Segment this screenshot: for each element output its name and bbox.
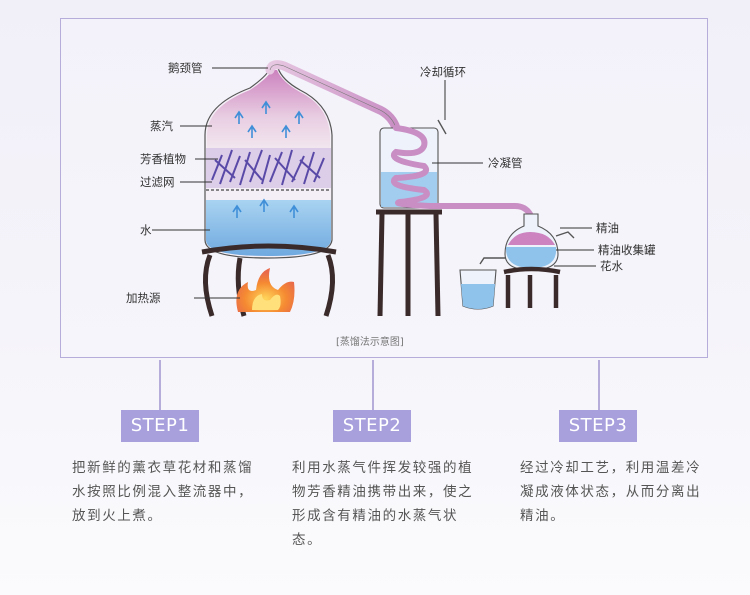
- step2-connector: [372, 360, 374, 410]
- steam-arrows: [232, 100, 304, 218]
- condenser-stand: [376, 209, 442, 317]
- label-condenser: 冷凝管: [488, 156, 523, 170]
- collector-stand: [503, 266, 561, 308]
- label-collector: 精油收集罐: [598, 243, 656, 257]
- flame-icon: [236, 268, 295, 312]
- label-hydrosol: 花水: [600, 259, 623, 273]
- diagram-caption: [蒸馏法示意图]: [336, 335, 404, 348]
- collector-flask: [479, 213, 575, 271]
- condenser-tank: [379, 119, 533, 217]
- step3-badge: STEP3: [559, 410, 637, 442]
- label-essential-oil: 精油: [596, 221, 619, 235]
- label-heat: 加热源: [126, 291, 161, 305]
- step1-connector: [159, 360, 161, 410]
- leader-lines: [152, 67, 596, 299]
- step1-text: 把新鲜的薰衣草花材和蒸馏水按照比例混入整流器中，放到火上煮。: [72, 460, 254, 524]
- step2-badge: STEP2: [333, 410, 411, 442]
- step2-text: 利用水蒸气件挥发较强的植物芳香精油携带出来，使之形成含有精油的水蒸气状态。: [292, 460, 474, 548]
- lavender-plants: [211, 149, 325, 186]
- hydrosol-glass: [459, 269, 497, 310]
- step3-connector: [598, 360, 600, 410]
- step1-badge: STEP1: [121, 410, 199, 442]
- label-plants: 芳香植物: [140, 152, 186, 166]
- label-water: 水: [140, 223, 152, 237]
- still-vessel: [204, 67, 333, 259]
- label-cooling-cycle: 冷却循环: [420, 65, 466, 79]
- step3-text: 经过冷却工艺，利用温差冷凝成液体状态，从而分离出精油。: [520, 460, 702, 524]
- label-neck: 鹅颈管: [168, 61, 203, 75]
- label-steam: 蒸汽: [150, 119, 173, 133]
- label-filter: 过滤网: [140, 175, 175, 189]
